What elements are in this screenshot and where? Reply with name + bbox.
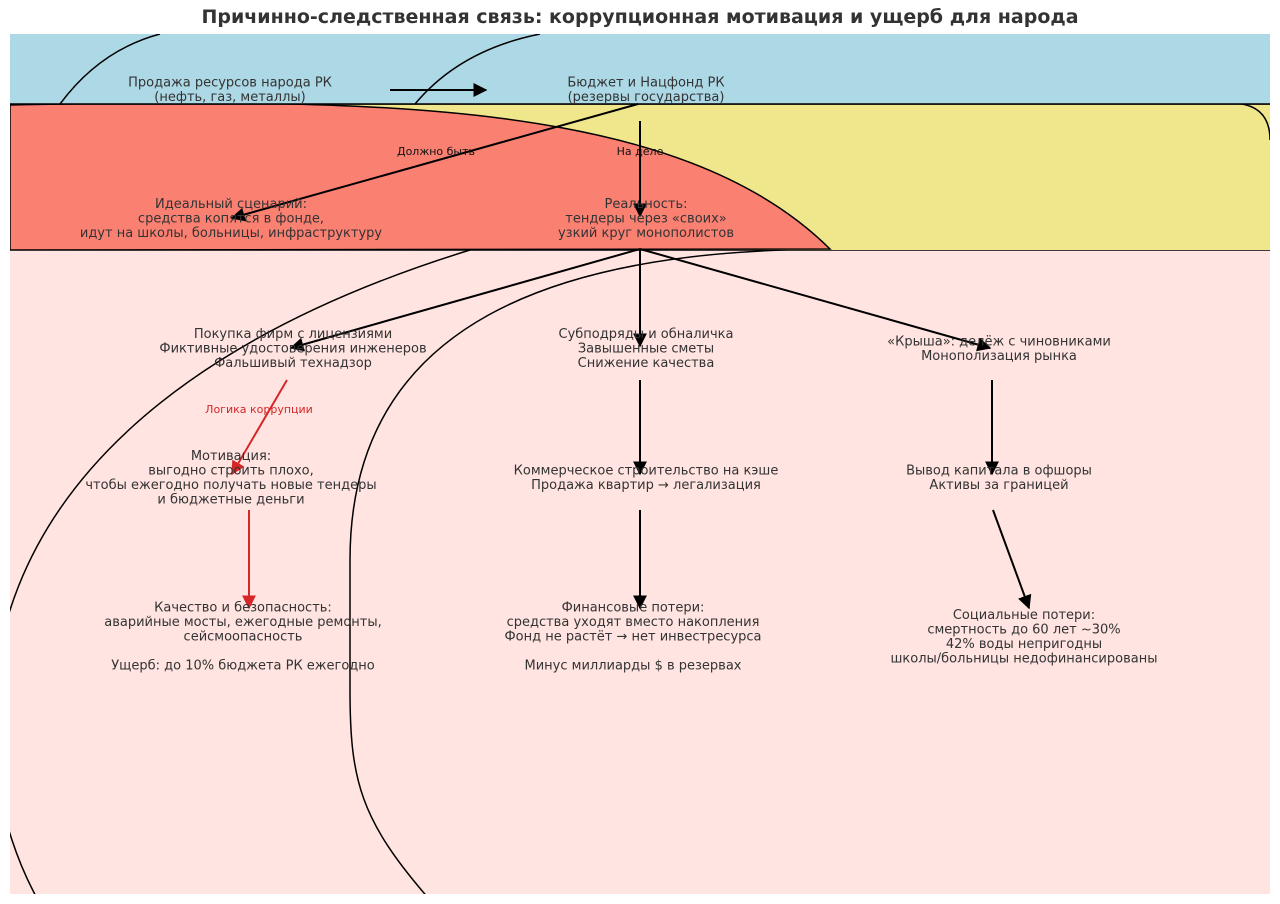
node-commercial-line-1: Продажа квартир → легализация: [531, 478, 761, 493]
node-licenses-line-1: Фиктивные удостоверения инженеров: [159, 342, 426, 357]
band-bottom-curve-inner: [349, 249, 831, 894]
edge-arrow-offshore-to-social: [992, 509, 1032, 610]
node-financial-line-4: Минус миллиарды $ в резервах: [525, 659, 742, 674]
nodes: Продажа ресурсов народа РК(нефть, газ, м…: [80, 75, 1158, 673]
band-top: [10, 34, 1270, 105]
edge-label-budget-to-reality: На деле: [617, 145, 664, 158]
node-social-line-2: 42% воды непригодны: [946, 637, 1102, 652]
node-financial: Финансовые потери:средства уходят вместо…: [504, 601, 761, 674]
edge-arrow-reality-to-roof: [639, 248, 992, 352]
node-social-line-3: школы/больницы недофинансированы: [891, 651, 1158, 666]
node-ideal-line-1: средства копятся в фонде,: [138, 212, 324, 227]
node-reality-line-0: Реальность:: [605, 197, 688, 212]
node-offshore-line-0: Вывод капитала в офшоры: [906, 463, 1092, 478]
node-social-line-1: смертность до 60 лет ~30%: [927, 622, 1120, 637]
node-resources-line-0: Продажа ресурсов народа РК: [128, 75, 332, 90]
node-social-line-0: Социальные потери:: [953, 608, 1095, 623]
node-resources-line-1: (нефть, газ, металлы): [154, 90, 305, 105]
band-top-curve-right: [414, 34, 541, 104]
node-licenses-line-2: Фальшивый технадзор: [214, 356, 372, 371]
node-subcontract-line-0: Субподряды и обналичка: [559, 327, 734, 342]
edge-label-budget-to-ideal: Должно быть: [397, 145, 475, 158]
node-resources: Продажа ресурсов народа РК(нефть, газ, м…: [128, 75, 332, 105]
node-offshore-line-1: Активы за границей: [929, 478, 1068, 493]
node-quality-line-1: аварийные мосты, ежегодные ремонты,: [104, 615, 382, 630]
band-bottom-curve-left: [10, 249, 471, 894]
node-quality-line-4: Ущерб: до 10% бюджета РК ежегодно: [111, 659, 375, 674]
node-motivation-line-3: и бюджетные деньги: [157, 492, 304, 507]
node-budget: Бюджет и Нацфонд РК(резервы государства): [567, 75, 724, 105]
node-financial-line-0: Финансовые потери:: [562, 601, 705, 616]
node-reality-line-1: тендеры через «своих»: [565, 212, 727, 227]
node-financial-line-2: Фонд не растёт → нет инвестресурса: [504, 630, 761, 645]
node-subcontract-line-1: Завышенные сметы: [578, 342, 714, 357]
node-ideal-line-2: идут на школы, больницы, инфраструктуру: [80, 226, 383, 241]
edge-arrow-budget-to-ideal: [230, 103, 639, 222]
node-roof-line-1: Монополизация рынка: [921, 349, 1077, 364]
node-reality: Реальность:тендеры через «своих»узкий кр…: [558, 197, 734, 241]
node-motivation: Мотивация:выгодно строить плохо,чтобы еж…: [85, 449, 376, 508]
edge-arrow-licenses-to-motivation: [231, 379, 288, 476]
edge-arrow-reality-to-licenses: [289, 248, 641, 352]
node-ideal: Идеальный сценарий:средства копятся в фо…: [80, 197, 383, 241]
node-commercial-line-0: Коммерческое строительство на кэше: [514, 463, 779, 478]
node-quality-line-0: Качество и безопасность:: [154, 601, 332, 616]
node-financial-line-1: средства уходят вместо накопления: [507, 615, 760, 630]
node-budget-line-1: (резервы государства): [568, 90, 725, 105]
node-social: Социальные потери:смертность до 60 лет ~…: [891, 608, 1158, 667]
node-budget-line-0: Бюджет и Нацфонд РК: [567, 75, 724, 90]
node-motivation-line-1: выгодно строить плохо,: [148, 463, 314, 478]
node-reality-line-2: узкий круг монополистов: [558, 226, 734, 241]
node-motivation-line-2: чтобы ежегодно получать новые тендеры: [85, 478, 376, 493]
band-top-curve-left: [59, 34, 161, 104]
node-licenses-line-0: Покупка фирм с лицензиями: [194, 327, 392, 342]
node-roof-line-0: «Крыша»: делёж с чиновниками: [887, 334, 1111, 349]
page-title: Причинно-следственная связь: коррупционн…: [201, 6, 1079, 28]
node-subcontract-line-2: Снижение качества: [578, 356, 715, 371]
node-ideal-line-0: Идеальный сценарий:: [155, 197, 307, 212]
node-quality-line-2: сейсмоопасность: [184, 630, 303, 645]
edge-label-licenses-to-motivation: Логика коррупции: [205, 403, 313, 416]
band-top-fill: [10, 34, 1270, 104]
node-motivation-line-0: Мотивация:: [191, 449, 271, 464]
node-quality: Качество и безопасность:аварийные мосты,…: [104, 601, 382, 674]
